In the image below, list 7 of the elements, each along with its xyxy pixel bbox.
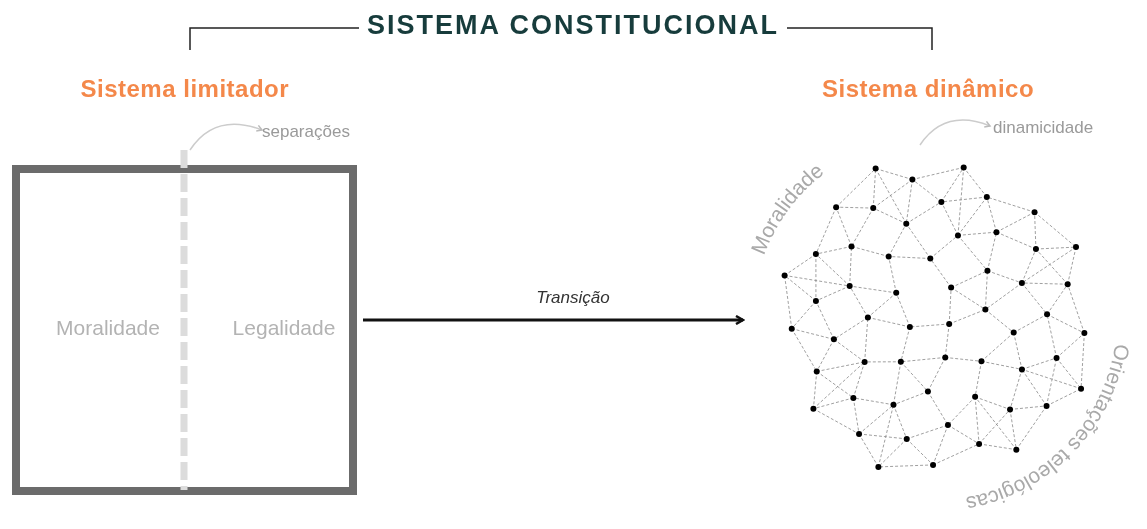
section-heading: Sistema dinâmico bbox=[822, 75, 1035, 103]
section-heading: Sistema limitador bbox=[80, 75, 290, 103]
section-label: Legalidade bbox=[232, 316, 336, 340]
annotation-label: dinamicidade bbox=[993, 118, 1094, 138]
arrow bbox=[363, 314, 745, 326]
section-label: Moralidade bbox=[56, 316, 160, 340]
annotation-label: separações bbox=[262, 122, 350, 142]
